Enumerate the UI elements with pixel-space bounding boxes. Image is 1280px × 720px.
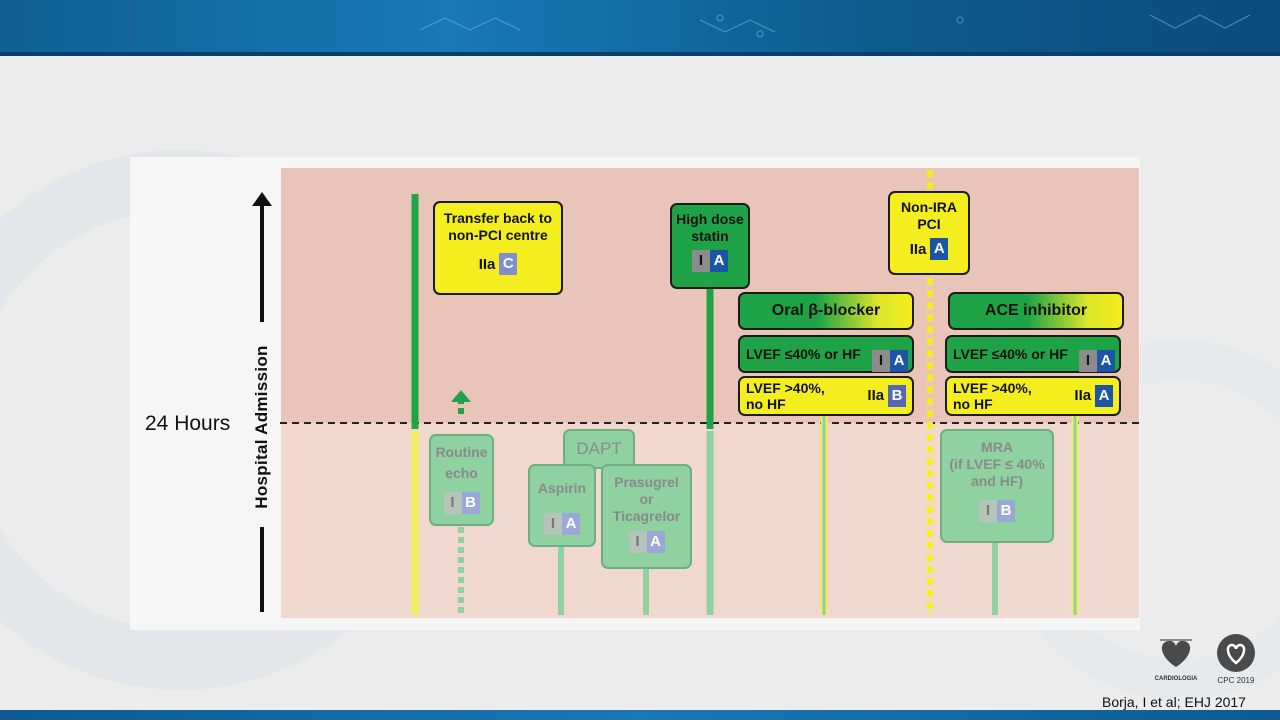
ace-row2-box: LVEF >40%, no HF IIa A (945, 376, 1121, 416)
mra-line2: (if LVEF ≤ 40% (949, 456, 1045, 472)
ace-title-box: ACE inhibitor (948, 292, 1124, 330)
beta-blocker-row1-class: I (872, 350, 890, 373)
spc-logo-text: CARDIOLOGIA (1155, 676, 1198, 682)
prasugrel-line3: Ticagrelor (612, 508, 681, 524)
beta-blocker-row1-text: LVEF ≤40% or HF (746, 346, 861, 362)
ace-row1-class: I (1079, 350, 1097, 373)
ace-row1-level: A (1097, 350, 1115, 373)
transfer-level-badge: C (499, 253, 518, 275)
citation-text: Borja, I et al; EHJ 2017 (1102, 694, 1246, 710)
ace-row2-level: A (1095, 385, 1113, 407)
prasugrel-line1: Prasugrel (614, 474, 679, 490)
transfer-class: IIa (478, 255, 496, 273)
aspirin-text: Aspirin (537, 480, 587, 496)
beta-blocker-title-box: Oral β-blocker (738, 292, 914, 330)
transfer-line1: Transfer back to (443, 210, 553, 226)
aspirin-class-badge: I (544, 513, 562, 535)
beta-blocker-title: Oral β-blocker (771, 302, 881, 319)
hospital-admission-text: Hospital Admission (252, 345, 271, 509)
ace-title: ACE inhibitor (984, 302, 1088, 319)
beta-blocker-row2-line2: no HF (746, 396, 786, 412)
beta-blocker-row1-level: A (890, 350, 908, 373)
echo-arrow-head (451, 390, 471, 402)
beta-blocker-row2-box: LVEF >40%, no HF IIa B (738, 376, 914, 416)
prasugrel-class-badge: I (628, 531, 647, 553)
aspirin-level-badge: A (562, 513, 580, 535)
spc-cardiology-logo: CARDIOLOGIA (1155, 639, 1198, 682)
twenty-four-hours-label: 24 Hours (145, 412, 231, 435)
mra-line1: MRA (981, 439, 1013, 455)
non-ira-box: Non-IRA PCI IIa A (888, 191, 970, 275)
cpc-2019-logo: CPC 2019 (1217, 634, 1255, 685)
non-ira-level-badge: A (930, 238, 949, 260)
prasugrel-line2: or (639, 491, 654, 507)
prasugrel-level-badge: A (646, 531, 665, 553)
echo-level-badge: B (461, 492, 480, 514)
echo-line2: echo (445, 465, 478, 481)
transfer-box: Transfer back to non-PCI centre IIa C (433, 201, 563, 295)
cpc-logo-text: CPC 2019 (1218, 676, 1255, 685)
header-bar (0, 0, 1280, 52)
non-ira-line2: PCI (917, 216, 941, 232)
ace-row2-class: IIa (1074, 387, 1092, 404)
transfer-line2: non-PCI centre (448, 227, 548, 243)
dapt-box: DAPT (563, 429, 635, 469)
non-ira-class: IIa (909, 240, 927, 258)
header-underline (0, 52, 1280, 56)
statin-level-badge: A (710, 250, 728, 272)
ace-row2-line1: LVEF >40%, (953, 380, 1032, 396)
header-molecule-decoration (419, 14, 1251, 38)
ace-row2-line2: no HF (953, 396, 993, 412)
beta-blocker-row2-level: B (888, 385, 906, 407)
mra-line3: and HF) (970, 473, 1024, 489)
dapt-title: DAPT (576, 439, 622, 458)
beta-blocker-row2-line1: LVEF >40%, (746, 380, 825, 396)
echo-class-badge: I (443, 492, 462, 514)
mra-level-badge: B (997, 500, 1015, 522)
non-ira-line1: Non-IRA (901, 199, 957, 215)
echo-line1: Routine (435, 444, 488, 460)
beta-blocker-row2-class: IIa (867, 387, 885, 404)
mra-class-badge: I (979, 500, 997, 522)
ace-row1-text: LVEF ≤40% or HF (953, 346, 1068, 362)
statin-line2: statin (691, 228, 729, 244)
statin-line1: High dose (676, 211, 744, 227)
statin-class-badge: I (692, 250, 710, 272)
footer-bar (0, 710, 1280, 720)
axis-arrow-head (252, 192, 272, 206)
